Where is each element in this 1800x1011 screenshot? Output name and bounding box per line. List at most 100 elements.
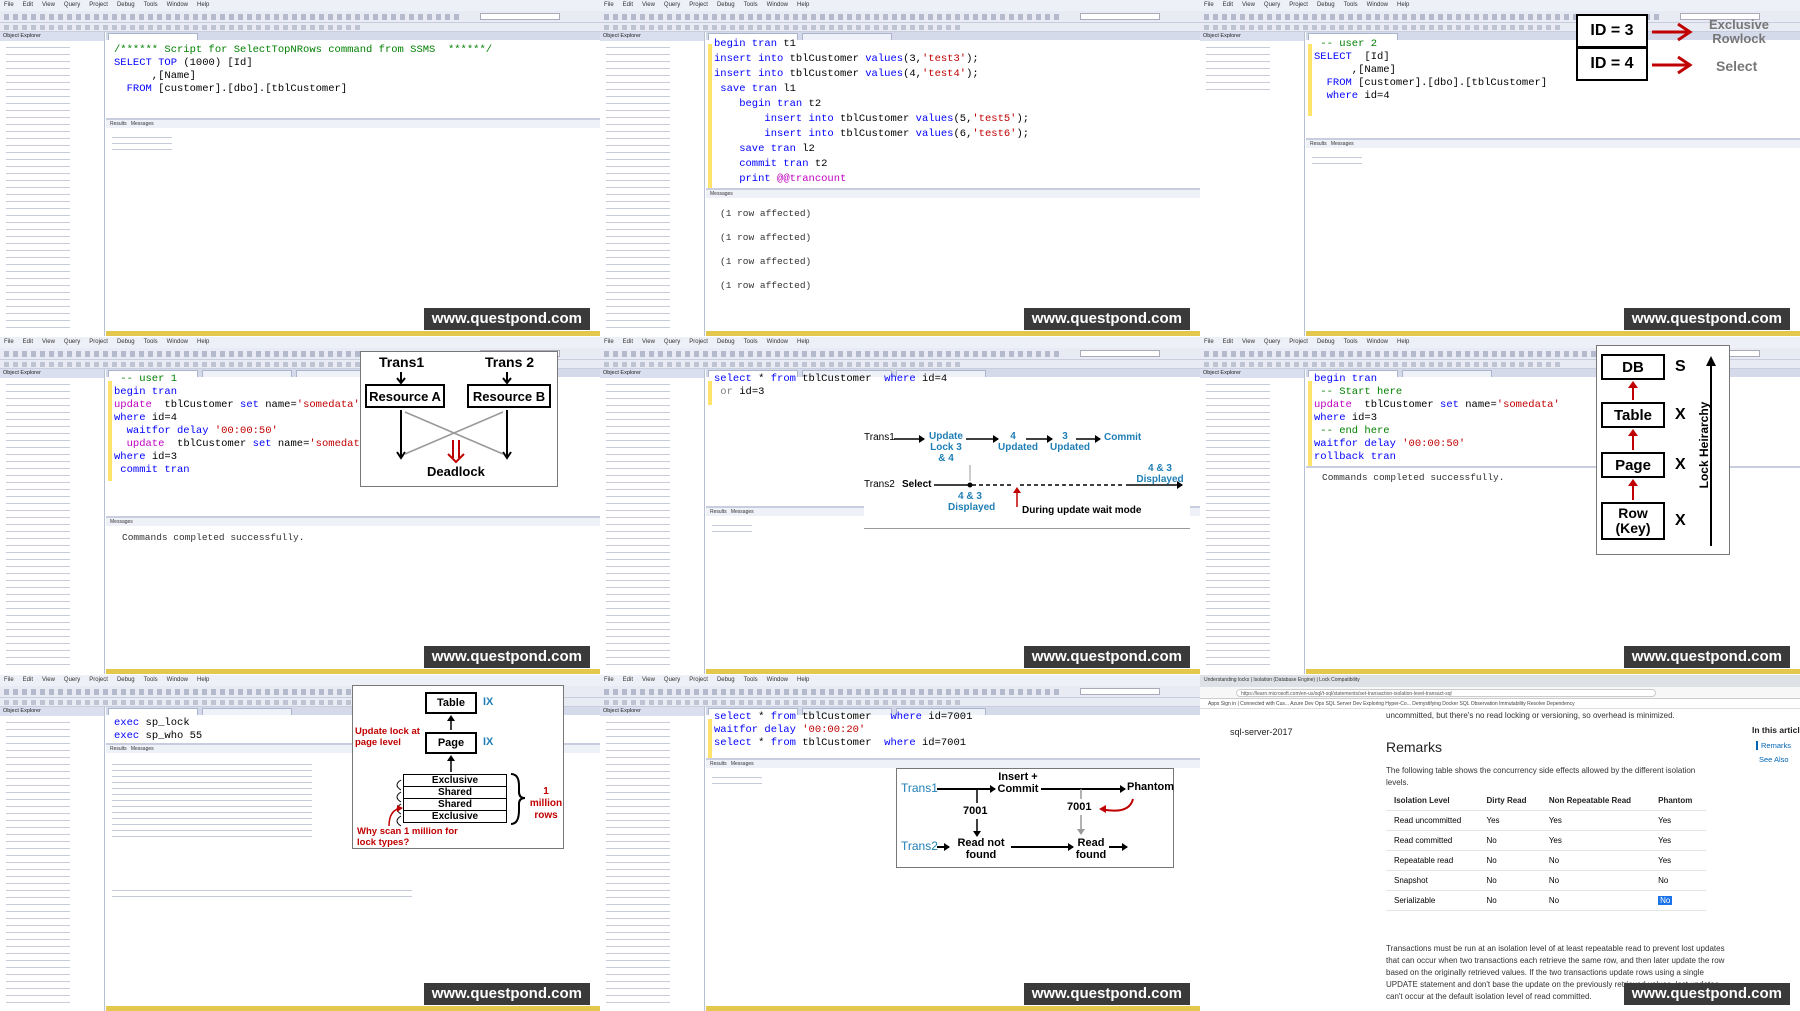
code-line[interactable]: -- user 1	[114, 373, 178, 385]
code-line[interactable]: exec sp_who 55	[114, 730, 203, 742]
code-line[interactable]: begin tran	[114, 386, 178, 398]
explorer-tree[interactable]	[6, 381, 98, 670]
query-tab[interactable]	[108, 370, 198, 377]
explorer-tree[interactable]	[1206, 44, 1298, 96]
code-line[interactable]: begin tran t2	[714, 98, 822, 110]
results-grid[interactable]	[1312, 152, 1362, 164]
explorer-tree[interactable]	[6, 44, 98, 332]
sql-code[interactable]: /****** Script for SelectTopNRows comman…	[114, 44, 492, 96]
results-tabs[interactable]: Results Messages	[1306, 140, 1800, 148]
toc-link-remarks[interactable]: Remarks	[1756, 741, 1791, 750]
query-tab-2[interactable]	[202, 370, 292, 377]
code-line[interactable]: ,[Name]	[1314, 64, 1396, 76]
code-line[interactable]: SELECT [Id]	[1314, 51, 1390, 63]
code-line[interactable]: ,[Name]	[114, 70, 196, 82]
explorer-tree[interactable]	[6, 719, 98, 1007]
code-line[interactable]: where id=4	[114, 412, 178, 424]
code-line[interactable]: select * from tblCustomer where id=7001	[714, 737, 967, 749]
query-tab[interactable]	[708, 370, 798, 377]
code-line[interactable]: where id=4	[1314, 90, 1390, 102]
code-line[interactable]: rollback tran	[1314, 451, 1396, 463]
code-line[interactable]: insert into tblCustomer values(4,'test4'…	[714, 68, 979, 80]
query-tab[interactable]	[108, 33, 198, 40]
code-line[interactable]: waitfor delay '00:00:50'	[114, 425, 278, 437]
code-line[interactable]: update tblCustomer set name='somedata'	[114, 399, 360, 411]
code-line[interactable]: commit tran	[114, 464, 190, 476]
query-editor[interactable]: /****** Script for SelectTopNRows comman…	[106, 32, 600, 336]
results-tabs[interactable]: Messages	[706, 190, 1200, 198]
toolbar[interactable]	[0, 11, 600, 23]
code-line[interactable]: where id=3	[114, 451, 178, 463]
code-line[interactable]: insert into tblCustomer values(6,'test6'…	[714, 128, 1030, 140]
toolbar[interactable]	[600, 686, 1200, 698]
code-line[interactable]: update tblCustomer set name='somedata	[114, 438, 367, 450]
code-line[interactable]: select * from tblCustomer where id=4	[714, 373, 948, 385]
database-combo[interactable]	[480, 13, 560, 20]
sql-toolbar[interactable]	[0, 23, 600, 32]
query-tab[interactable]	[1308, 33, 1398, 40]
code-line[interactable]: waitfor delay '00:00:20'	[714, 724, 866, 736]
code-line[interactable]: SELECT TOP (1000) [Id]	[114, 57, 253, 69]
sp-lock-grid[interactable]	[112, 759, 312, 839]
query-tab[interactable]	[708, 33, 798, 40]
query-tab-3[interactable]	[896, 370, 986, 377]
code-line[interactable]: exec sp_lock	[114, 717, 190, 729]
code-line[interactable]: FROM [customer].[dbo].[tblCustomer]	[114, 83, 348, 95]
object-explorer[interactable]: Object Explorer	[600, 707, 705, 1011]
sql-toolbar[interactable]	[1200, 360, 1800, 369]
code-line[interactable]: begin tran	[1314, 373, 1378, 385]
sql-toolbar[interactable]	[0, 698, 600, 707]
explorer-tree[interactable]	[606, 719, 698, 1007]
explorer-tree[interactable]	[1206, 381, 1298, 670]
object-explorer[interactable]: Object Explorer	[600, 369, 705, 674]
query-tab[interactable]	[1308, 370, 1398, 377]
database-combo[interactable]	[1680, 13, 1760, 20]
toolbar[interactable]	[600, 348, 1200, 360]
code-line[interactable]: insert into tblCustomer values(3,'test3'…	[714, 53, 979, 65]
code-line[interactable]: /****** Script for SelectTopNRows comman…	[114, 44, 493, 56]
explorer-tree[interactable]	[606, 381, 698, 670]
sql-toolbar[interactable]	[1200, 23, 1800, 32]
query-tab-2[interactable]	[802, 33, 892, 40]
object-explorer[interactable]: Object Explorer	[0, 32, 105, 336]
object-explorer[interactable]: Object Explorer	[0, 707, 105, 1011]
code-line[interactable]: save tran l2	[714, 143, 815, 155]
code-line[interactable]: -- end here	[1314, 425, 1390, 437]
browser-tabs[interactable]: Understanding locks | Isolation (Databas…	[1200, 675, 1800, 687]
code-line[interactable]: insert into tblCustomer values(5,'test5'…	[714, 113, 1030, 125]
bookmarks-bar[interactable]: Apps Sign in | Connected with Cus... Azu…	[1200, 699, 1800, 709]
results-grid[interactable]	[712, 520, 752, 534]
toolbar[interactable]	[600, 11, 1200, 23]
url-field[interactable]: https://learn.microsoft.com/en-us/sql/t-…	[1236, 689, 1656, 697]
query-tab[interactable]	[708, 708, 798, 715]
code-line[interactable]: select * from tblCustomer where id=7001	[714, 711, 973, 723]
code-line[interactable]: update tblCustomer set name='somedata'	[1314, 399, 1560, 411]
toolbar[interactable]	[1200, 11, 1800, 23]
sp-who-grid[interactable]	[112, 885, 412, 899]
object-explorer[interactable]: Object Explorer	[600, 32, 705, 336]
sql-code[interactable]: select * from tblCustomer where id=4 or …	[714, 373, 947, 399]
code-line[interactable]: waitfor delay '00:00:50'	[1314, 438, 1466, 450]
results-tabs[interactable]: Results Messages	[106, 120, 600, 128]
query-tab-2[interactable]	[1402, 370, 1492, 377]
code-line[interactable]: FROM [customer].[dbo].[tblCustomer]	[1314, 77, 1548, 89]
code-line[interactable]: -- Start here	[1314, 386, 1403, 398]
query-tab-2[interactable]	[802, 708, 892, 715]
results-grid[interactable]	[712, 772, 762, 784]
sql-toolbar[interactable]	[600, 23, 1200, 32]
query-tab-2[interactable]	[202, 708, 292, 715]
code-line[interactable]: where id=3	[1314, 412, 1378, 424]
